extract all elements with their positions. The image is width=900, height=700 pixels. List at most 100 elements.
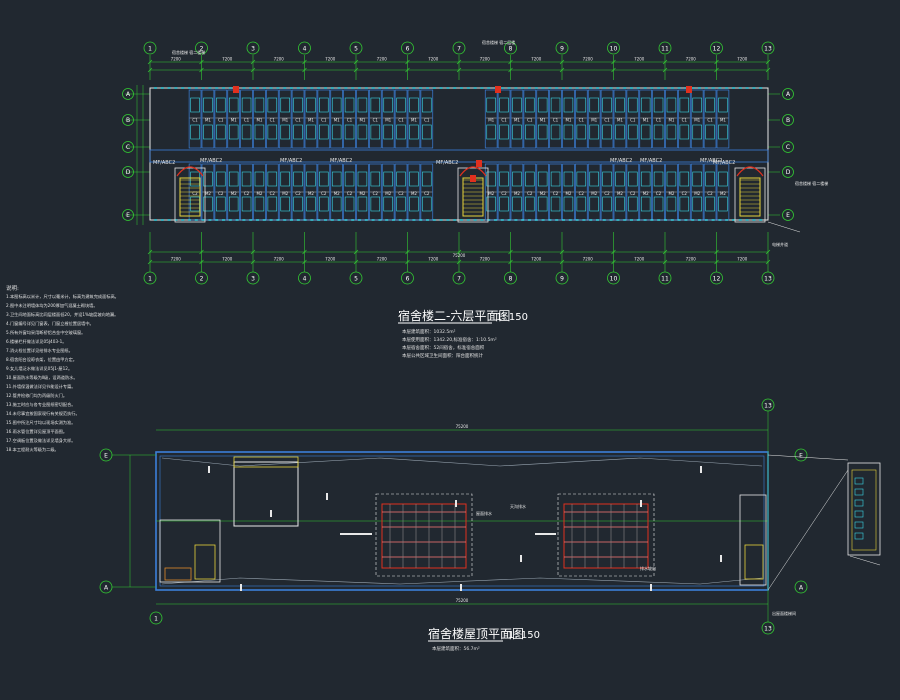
bed-south [370, 171, 381, 187]
plan-roof-scale: 1: 150 [508, 630, 540, 641]
axis-bubble-top [710, 41, 723, 55]
dorm-room-north [510, 89, 524, 149]
axis-label-right: B [786, 117, 790, 124]
dorm-room-north [188, 89, 202, 149]
door-tag: M1 [488, 118, 494, 123]
bed-north [383, 97, 393, 113]
door-tag: M1 [643, 118, 649, 123]
door-tag: M2 [205, 191, 211, 196]
roof-equipment-zone [375, 493, 473, 577]
desk-south [216, 196, 226, 212]
dimension-tick [765, 249, 771, 255]
fire-hydrant-marker [686, 86, 692, 93]
dimension-tick [199, 249, 204, 255]
desk-south [319, 196, 329, 212]
callout-text: 宿舍楼梯 宿二楼梯 [795, 180, 828, 186]
general-note-line: 1.本图标高以米计，尺寸以毫米计，标高为建筑完成面标高。 [6, 293, 119, 300]
door-tag: C1 [218, 118, 224, 123]
desk-north [486, 124, 496, 140]
leader-line [767, 221, 801, 233]
dorm-room-south [575, 163, 588, 221]
bed-north [293, 97, 303, 113]
axis-label-top: 8 [509, 46, 513, 53]
door-tag: M1 [668, 118, 674, 123]
axis-bubble-top [195, 41, 208, 55]
bed-south [525, 171, 535, 187]
dorm-room-north [407, 89, 421, 149]
dimension-text: 7200 [428, 257, 439, 262]
bed-south [422, 171, 432, 187]
dorm-room-north [626, 89, 640, 149]
door-tag: C2 [321, 191, 327, 196]
desk-south [409, 196, 419, 212]
axis-label-bottom: 10 [610, 276, 618, 283]
dimension-text: 7200 [480, 257, 491, 262]
axis-bubble-left [122, 209, 134, 221]
bed-north [692, 97, 702, 113]
rain-downpipe [455, 500, 457, 507]
axis-label-bottom: 8 [509, 276, 513, 283]
bed-north [628, 97, 638, 113]
dorm-room-north [562, 89, 575, 149]
axis-bubble-bottom [504, 271, 517, 285]
plan-top-note-2: 本层使用面积：1342.20,标准宿舍：1:10.5m² [402, 336, 497, 343]
desk-south [718, 196, 728, 212]
door-tag: C1 [192, 118, 198, 123]
plan-roof-title: 宿舍楼屋顶平面图 [428, 626, 524, 641]
axis-bubble-bottom [246, 271, 260, 285]
stair-door-swing [736, 166, 764, 177]
dorm-room-north [587, 89, 601, 149]
dimension-tick [559, 67, 565, 73]
desk-north [331, 124, 342, 140]
dimension-tick [765, 67, 771, 73]
callout-text: 宿舍楼梯 宿二楼梯 [172, 49, 205, 55]
dorm-room-north [214, 89, 228, 149]
bed-south [267, 171, 278, 187]
door-tag: C2 [604, 191, 610, 196]
desk-south [525, 196, 535, 212]
dimension-tick [559, 249, 565, 255]
dimension-tick [508, 259, 513, 265]
door-tag: M1 [694, 118, 700, 123]
dimension-tick [662, 67, 668, 73]
dorm-room-north [369, 89, 382, 149]
dorm-room-south [227, 163, 240, 221]
dorm-room-south [703, 163, 717, 221]
axis-label-top: 9 [560, 46, 564, 53]
dorm-room-south [201, 163, 215, 221]
dorm-room-south [678, 163, 691, 221]
desk-north [383, 124, 393, 140]
door-tag: C1 [270, 118, 276, 123]
bed-south [537, 171, 548, 187]
bed-south [409, 171, 419, 187]
roof-callout: 排水坡向 [640, 565, 656, 571]
dimension-tick [302, 67, 307, 73]
door-tag: M1 [411, 118, 417, 123]
dimension-tick [405, 259, 410, 265]
axis-bubble-right [782, 114, 794, 126]
axis-label-left: B [126, 117, 130, 124]
bed-north [306, 97, 316, 113]
dimension-tick [147, 67, 153, 73]
room-label: MF/ABC2 [153, 160, 175, 166]
axis-bubble-bottom [761, 271, 775, 285]
desk-south [666, 196, 677, 212]
desk-south [357, 196, 368, 212]
desk-south [306, 196, 316, 212]
desk-south [331, 196, 342, 212]
dorm-room-south [690, 163, 704, 221]
door-tag: C2 [707, 191, 713, 196]
stair-flight [179, 177, 201, 217]
bed-south [254, 171, 265, 187]
dorm-room-north [690, 89, 704, 149]
door-tag: M1 [256, 118, 262, 123]
door-tag: C2 [270, 191, 276, 196]
desk-south [383, 196, 393, 212]
desk-north [537, 124, 548, 140]
dimension-tick [456, 249, 462, 255]
stair-door-swing [176, 166, 204, 177]
detail-leader [767, 454, 849, 461]
bed-south [718, 171, 728, 187]
dorm-room-north [613, 89, 627, 149]
bed-south [486, 171, 496, 187]
